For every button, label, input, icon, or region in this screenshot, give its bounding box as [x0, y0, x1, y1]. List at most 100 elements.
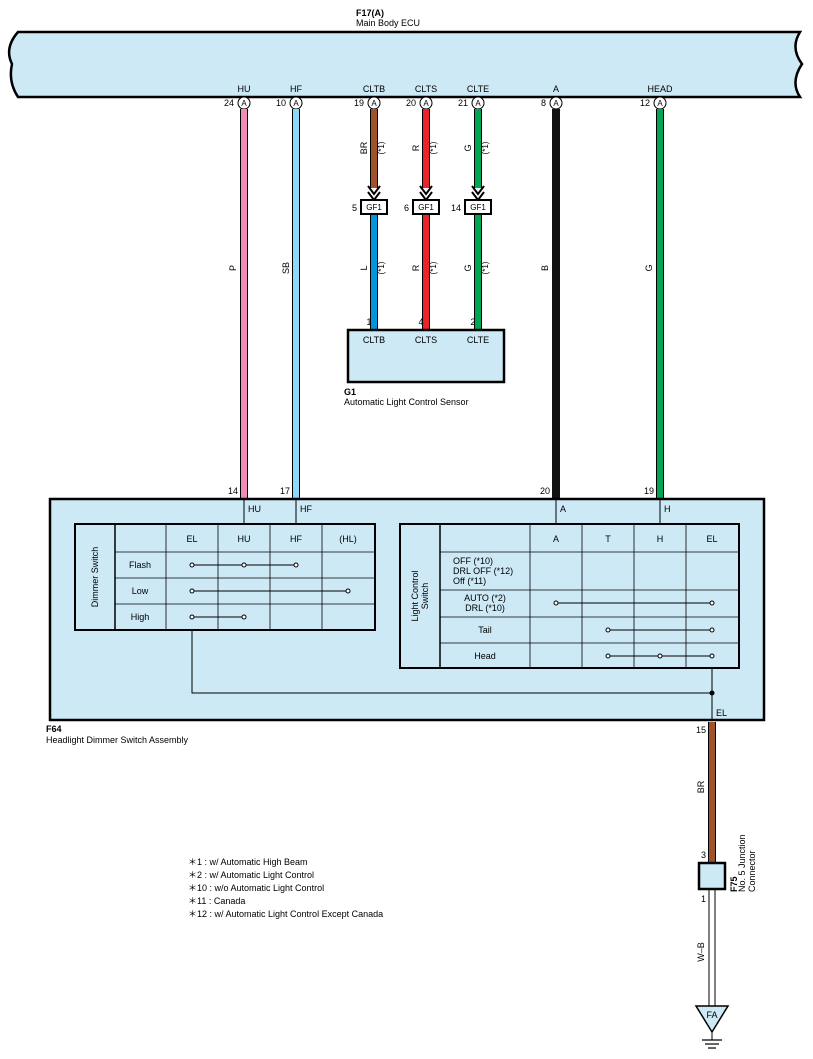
svg-text:A: A [241, 99, 247, 108]
el-junction-dot [709, 690, 715, 696]
switch-assembly-pins: 14 17 20 19 HU HF A H EL [228, 486, 727, 718]
svg-text:6: 6 [404, 203, 409, 213]
svg-text:A: A [293, 99, 299, 108]
svg-text:(*1): (*1) [377, 141, 386, 154]
svg-text:GF1: GF1 [418, 203, 434, 212]
ecu-ref: F17(A) [356, 8, 384, 18]
svg-text:24: 24 [224, 98, 234, 108]
gf1-connector-14: GF1 14 [451, 185, 492, 215]
gf1-connector-5: GF1 5 [352, 185, 388, 215]
wire-clte-top: G (*1) [463, 109, 490, 188]
svg-text:OFF (*10): OFF (*10) [453, 556, 493, 566]
svg-text:5: 5 [352, 203, 357, 213]
svg-text:12: 12 [640, 98, 650, 108]
wire-el: BR [696, 722, 716, 863]
svg-text:19: 19 [644, 486, 654, 496]
svg-text:H: H [657, 534, 664, 544]
el-pin-num: 15 [696, 725, 706, 735]
svg-text:R: R [411, 144, 421, 151]
svg-text:4: 4 [418, 317, 423, 327]
wire-head: G [644, 109, 664, 499]
svg-text:HEAD: HEAD [647, 84, 673, 94]
svg-text:Low: Low [132, 586, 149, 596]
switch-assembly-ref: F64 [46, 724, 62, 734]
wire-a: B [540, 109, 560, 499]
note-12: ＊12 : w/ Automatic Light Control Except … [188, 909, 383, 919]
svg-text:R: R [411, 264, 421, 271]
wire-cltb-bottom: L (*1) [359, 215, 386, 330]
note-11: ＊11 : Canada [188, 896, 245, 906]
svg-text:Off (*11): Off (*11) [453, 576, 486, 586]
svg-text:B: B [540, 265, 550, 271]
svg-text:17: 17 [280, 486, 290, 496]
svg-text:8: 8 [541, 98, 546, 108]
svg-text:BR: BR [359, 141, 369, 154]
svg-text:A: A [553, 84, 559, 94]
svg-text:(*1): (*1) [377, 261, 386, 274]
svg-text:HF: HF [290, 534, 302, 544]
sensor-name: Automatic Light Control Sensor [344, 397, 469, 407]
svg-text:A: A [423, 99, 429, 108]
svg-text:Head: Head [474, 651, 496, 661]
svg-text:19: 19 [354, 98, 364, 108]
ecu-pin-hu: HU 24 A [224, 84, 251, 110]
svg-text:(*1): (*1) [481, 261, 490, 274]
wire-clts-bottom: R (*1) [411, 215, 438, 330]
wire-ground: W–B [696, 889, 716, 1006]
footnotes: ＊1 : w/ Automatic High Beam ＊2 : w/ Auto… [188, 857, 383, 919]
svg-text:(*1): (*1) [481, 141, 490, 154]
svg-text:10: 10 [276, 98, 286, 108]
svg-text:W–B: W–B [696, 942, 706, 962]
svg-text:CLTB: CLTB [363, 84, 385, 94]
svg-text:1: 1 [701, 894, 706, 904]
svg-text:H: H [664, 504, 671, 514]
switch-assembly-name: Headlight Dimmer Switch Assembly [46, 735, 189, 745]
svg-text:CLTE: CLTE [467, 84, 489, 94]
svg-text:CLTB: CLTB [363, 335, 385, 345]
svg-text:L: L [359, 265, 369, 270]
dimmer-switch-table: Dimmer Switch EL HU HF (HL) Flash Low Hi… [74, 523, 376, 631]
svg-text:EL: EL [706, 534, 717, 544]
svg-text:HU: HU [238, 534, 251, 544]
wire-clts-top: R (*1) [411, 109, 438, 188]
svg-text:GF1: GF1 [470, 203, 486, 212]
svg-text:Tail: Tail [478, 625, 492, 635]
svg-text:AUTO (*2): AUTO (*2) [464, 593, 506, 603]
svg-text:20: 20 [540, 486, 550, 496]
svg-text:2: 2 [470, 317, 475, 327]
light-control-switch-table: Light Control Switch A T H EL OFF (*10) … [399, 523, 740, 669]
note-2: ＊2 : w/ Automatic Light Control [188, 870, 314, 880]
svg-text:3: 3 [701, 850, 706, 860]
svg-text:GF1: GF1 [366, 203, 382, 212]
svg-text:High: High [131, 612, 150, 622]
light-control-sensor: 1 4 2 CLTB CLTS CLTE G1 Automatic Light … [344, 317, 506, 407]
svg-text:A: A [475, 99, 481, 108]
svg-text:G: G [463, 144, 473, 151]
svg-text:14: 14 [451, 203, 461, 213]
junction-name-1: No. 5 Junction [737, 834, 747, 892]
svg-text:A: A [657, 99, 663, 108]
svg-text:CLTE: CLTE [467, 335, 489, 345]
svg-text:CLTS: CLTS [415, 84, 437, 94]
ground-symbol: FA [694, 1005, 730, 1049]
svg-text:A: A [560, 504, 566, 514]
svg-text:Flash: Flash [129, 560, 151, 570]
svg-text:BR: BR [696, 780, 706, 793]
note-10: ＊10 : w/o Automatic Light Control [188, 883, 324, 893]
ecu-pin-clts: CLTS 20 A [406, 84, 437, 110]
sensor-ref: G1 [344, 387, 356, 397]
ecu-name: Main Body ECU [356, 18, 420, 28]
svg-text:EL: EL [716, 708, 727, 718]
svg-text:(*1): (*1) [429, 261, 438, 274]
svg-text:A: A [553, 534, 559, 544]
svg-text:(*1): (*1) [429, 141, 438, 154]
wire-hu: P [228, 109, 248, 499]
svg-text:SB: SB [281, 262, 291, 274]
wire-hf: SB [281, 109, 300, 499]
light-switch-title-1: Light Control [410, 570, 420, 621]
wire-clte-bottom: G (*1) [463, 215, 490, 330]
ecu-pin-head: HEAD 12 A [640, 84, 673, 110]
svg-text:T: T [605, 534, 611, 544]
ecu-pin-cltb: CLTB 19 A [354, 84, 385, 110]
svg-text:14: 14 [228, 486, 238, 496]
